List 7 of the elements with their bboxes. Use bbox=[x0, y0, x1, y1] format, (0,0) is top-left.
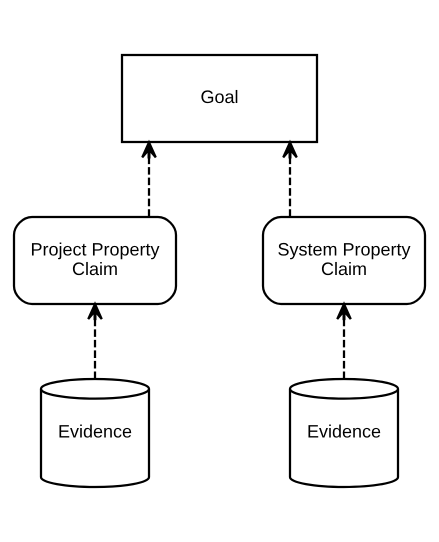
arrow bbox=[87, 302, 103, 379]
node-box: Goal bbox=[120, 54, 318, 144]
arrow bbox=[336, 302, 352, 379]
node-box: System Property Claim bbox=[262, 216, 426, 306]
arrow bbox=[141, 141, 157, 217]
arrow bbox=[282, 141, 298, 217]
node-box: Project Property Claim bbox=[12, 216, 178, 306]
